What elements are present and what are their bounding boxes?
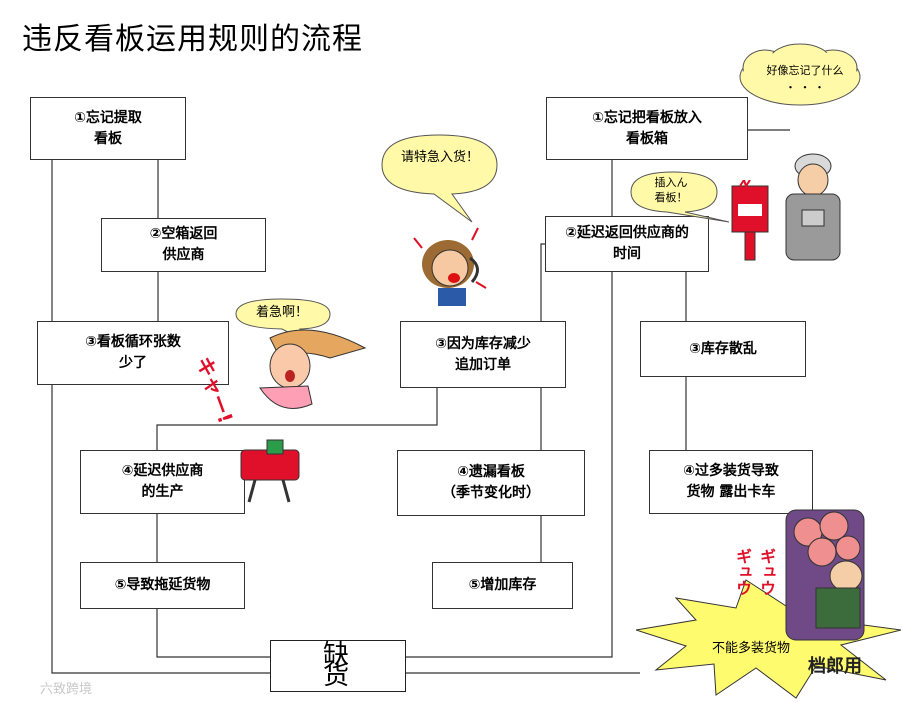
step-inventory-mess: ③库存散乱 bbox=[640, 321, 806, 377]
insert-bubble-text: 插入ん 看板！ bbox=[654, 176, 688, 204]
speech-bubble-icon bbox=[381, 134, 498, 223]
step-supplier-production-delay: ④延迟供应商 的生产 bbox=[80, 450, 245, 514]
watermark-right: 档郎用 bbox=[808, 656, 862, 677]
step-forget-kanban-box: ①忘记把看板放入 看板箱 bbox=[546, 97, 748, 160]
speech-bubble-icon bbox=[630, 171, 730, 223]
step-delay-return-time: ②延迟返回供应商的 时间 bbox=[545, 216, 709, 272]
person-with-red-suitcase-icon bbox=[240, 439, 300, 503]
worried-woman-phone-icon bbox=[413, 227, 487, 306]
step-overload-truck: ④过多装货导致 货物 露出卡车 bbox=[649, 450, 813, 514]
cannot-load-text: 不能多装货物 bbox=[711, 641, 790, 656]
gyu-sfx: ギュウ ギュウ bbox=[733, 548, 776, 596]
step-forget-kanban: ①忘记提取 看板 bbox=[30, 97, 186, 160]
step-missed-kanban: ④遗漏看板 （季节变化时） bbox=[397, 450, 585, 516]
watermark-left: 六致跨境 bbox=[40, 682, 93, 697]
step-empty-box-return: ②空箱返回 供应商 bbox=[101, 218, 266, 272]
shortage-result: 缺 货 bbox=[270, 640, 406, 692]
overloaded-truck-icon bbox=[636, 509, 902, 699]
step-kanban-count-decrease: ③看板循环张数 少了 bbox=[37, 321, 229, 385]
rush-bubble-text: 请特急入货！ bbox=[400, 150, 479, 165]
speech-bubble-icon bbox=[235, 298, 331, 344]
step-goods-delay: ⑤导致拖延货物 bbox=[80, 562, 245, 609]
thought-cloud-icon bbox=[739, 43, 861, 106]
screaming-woman-icon bbox=[259, 329, 367, 409]
kanban-post-icon bbox=[731, 180, 769, 261]
thought-text: 好像忘记了什么 ・ ・ ・ bbox=[766, 64, 844, 94]
page-title: 违反看板运用规则的流程 bbox=[22, 22, 363, 57]
hurry-bubble-text: 着急啊！ bbox=[255, 305, 308, 320]
step-inventory-increase: ⑤增加库存 bbox=[432, 562, 573, 609]
step-extra-order: ③因为库存减少 追加订单 bbox=[400, 321, 566, 388]
worker-thinking-icon bbox=[785, 153, 841, 261]
